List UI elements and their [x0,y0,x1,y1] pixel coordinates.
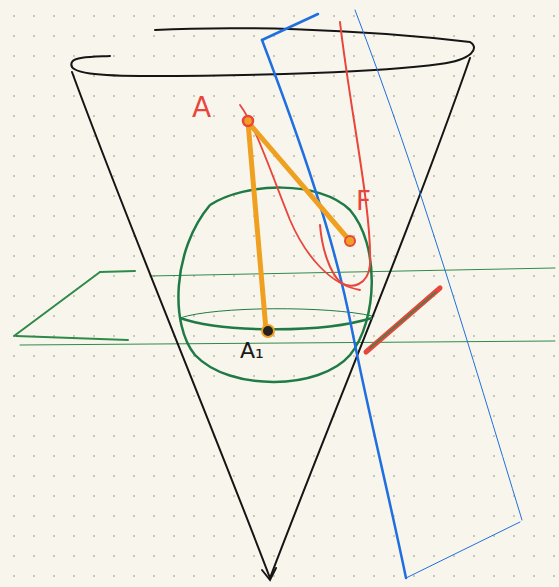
horizontal-plane [14,268,555,345]
point-label: A₁ [240,340,264,362]
segments [248,122,350,330]
point-label: F [356,188,371,214]
cutting-plane [262,10,522,578]
section-curve [240,22,440,352]
point-a [243,116,253,126]
point-a1 [262,325,274,337]
cone [71,28,474,580]
point-label: A [192,94,211,122]
point-on-curve [345,236,355,246]
